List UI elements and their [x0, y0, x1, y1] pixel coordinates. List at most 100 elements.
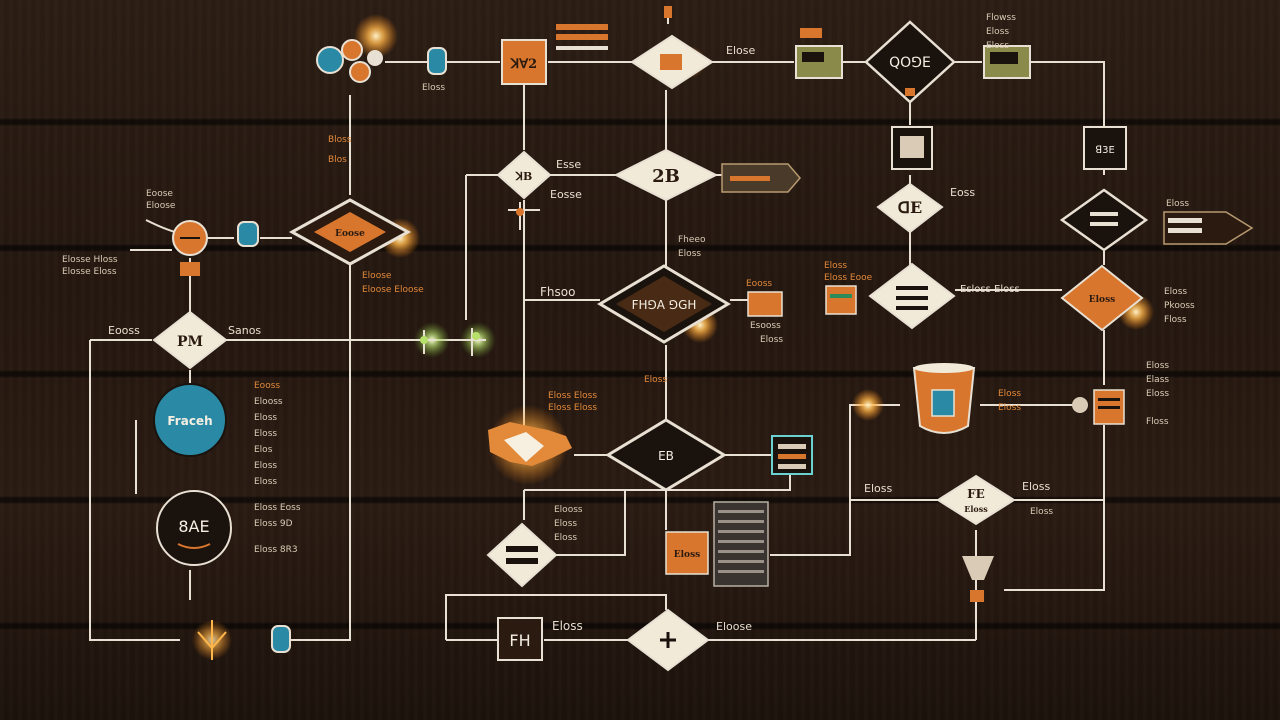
list-item: Eloss 8R3: [254, 545, 298, 555]
far-right-arrow-card[interactable]: [1163, 211, 1254, 245]
bottom-small-labels: Elooss Eloss Eloss: [554, 505, 583, 543]
svg-text:Elass: Elass: [1146, 375, 1169, 385]
central-orange-diamond[interactable]: FH⅁A ⅁GH: [597, 264, 731, 344]
right-lower-diamond[interactable]: FE Eloss: [936, 474, 1016, 526]
small-orange-box-node[interactable]: [747, 291, 783, 317]
left-top-label: Bloss Blos: [328, 135, 352, 165]
top-left-cluster-icon[interactable]: [316, 39, 383, 83]
svg-text:Eloss: Eloss: [998, 403, 1021, 413]
svg-text:Eloss: Eloss: [678, 249, 701, 259]
list-item: Eloss: [254, 477, 277, 487]
top-bars-decor: [556, 24, 608, 50]
svg-text:Eloss Eloss: Eloss Eloss: [548, 391, 597, 401]
top-card-node[interactable]: ꓘꓯ2: [501, 39, 547, 85]
left-orange-diamond-below-1: Eloose: [362, 271, 392, 281]
top-diamond-2-label: QO⅁E: [889, 55, 931, 71]
right-square-node-2[interactable]: ꓭ3E: [1083, 126, 1127, 170]
left-small-label-2: Eloose: [146, 201, 176, 211]
svg-text:Elooss: Elooss: [554, 505, 583, 515]
cup-node[interactable]: [912, 363, 976, 434]
svg-text:Eloss: Eloss: [554, 533, 577, 543]
left-orange-diamond[interactable]: Eoose: [288, 198, 412, 266]
right-diamond-1[interactable]: ᗡE: [876, 182, 944, 234]
top-card-label: ꓘꓯ2: [510, 57, 537, 72]
list-item: Eloss 9D: [254, 519, 293, 529]
right-dark-diamond[interactable]: [1059, 188, 1149, 252]
right-lower-diamond-sub: Eloss: [964, 504, 988, 514]
dark-diamond-mid[interactable]: EB: [605, 418, 727, 492]
right-orange-diamond[interactable]: Eloss: [1060, 264, 1144, 332]
bottom-left-teal-pill[interactable]: [271, 625, 291, 653]
svg-text:Floss: Floss: [1164, 315, 1187, 325]
left-diamond-pm-left: Eooss: [108, 324, 140, 337]
left-list-block: Eooss Elooss Eloss Eloss Elos Eloss Elos…: [254, 381, 301, 555]
top-pill-caption: Eloss: [422, 83, 445, 93]
list-item: Eooss: [254, 381, 280, 391]
connector-lines: [89, 61, 1105, 641]
mid-diamond-2[interactable]: 2B: [613, 148, 719, 202]
bottom-left-spark-icon: [197, 620, 227, 660]
bottom-diamond[interactable]: [626, 608, 710, 672]
top-diamond-1[interactable]: [630, 34, 714, 90]
right-flow-labels: Eloss Eloss Eooe: [824, 261, 873, 283]
svg-text:Esooss: Esooss: [750, 321, 781, 331]
list-item: Eloss: [254, 413, 277, 423]
left-diamond-pm-label: PM: [177, 334, 203, 350]
dark-circle-node[interactable]: 8AE: [156, 490, 232, 566]
right-lamp-icon: [962, 556, 994, 602]
orange-burst-node[interactable]: [488, 422, 572, 466]
top-monitor-node-1[interactable]: [795, 28, 843, 79]
list-item: Eloss: [254, 461, 277, 471]
small-green-box-node[interactable]: [825, 285, 857, 315]
teal-stack-node[interactable]: [771, 435, 813, 475]
bottom-diamond-side: Eloose: [716, 620, 752, 633]
right-doc-node[interactable]: [1093, 389, 1125, 425]
orange-box-bottom-label: Eloss: [674, 550, 700, 560]
left-teal-pill[interactable]: [237, 221, 259, 247]
list-item: Elos: [254, 445, 273, 455]
svg-text:Eloss: Eloss: [1164, 287, 1187, 297]
list-item: Eloss Eoss: [254, 503, 301, 513]
left-diamond-pm-right: Sanos: [228, 324, 261, 337]
mid-diamond-1-below: Eosse: [550, 188, 582, 201]
bottom-card-node[interactable]: FH: [497, 617, 543, 661]
top-pill-node[interactable]: [427, 47, 447, 75]
left-diamond-pm[interactable]: PM: [152, 310, 228, 370]
green-node-2[interactable]: [462, 328, 486, 356]
left-row-1: Elosse Hloss: [62, 255, 118, 265]
cup-side-labels: Eloss Eloss: [998, 389, 1021, 413]
left-top-label-1: Bloss: [328, 135, 352, 145]
mid-diamond-1[interactable]: ꓘB: [496, 150, 552, 200]
svg-text:Eloss: Eloss: [998, 389, 1021, 399]
right-diamond-2[interactable]: [868, 262, 956, 330]
left-small-label-1: Eoose: [146, 189, 173, 199]
mid-diamond-2-label: 2B: [652, 166, 680, 187]
svg-text:Eloss: Eloss: [760, 335, 783, 345]
left-small-icon: [180, 262, 200, 276]
right-connector-knob: [1072, 397, 1088, 413]
left-row-2: Elosse Eloss: [62, 267, 117, 277]
bottom-card-side: Eloss: [552, 619, 583, 633]
svg-text:ꓭ3E: ꓭ3E: [1095, 145, 1115, 156]
mid-orange-label: Eloss Eloss Eloss Eloss Eloss: [548, 375, 667, 413]
dark-circle-label: 8AE: [178, 517, 209, 536]
list-item: Elooss: [254, 397, 283, 407]
left-orange-circle[interactable]: [172, 220, 208, 256]
right-flow-label: Esloss Eloss: [960, 284, 1020, 295]
top-diamond-2[interactable]: QO⅁E: [864, 20, 956, 104]
bottom-left-diamond[interactable]: [486, 522, 558, 588]
left-orange-diamond-below-2: Eloose Eloose: [362, 285, 424, 295]
right-square-node-1[interactable]: [891, 126, 933, 170]
center-graph-label: Fheeo Eloss: [678, 235, 706, 259]
mid-arrow-card[interactable]: [721, 163, 801, 193]
side-label-fhsoo: Fhsoo: [540, 285, 575, 299]
teal-circle-node[interactable]: Fraceh: [153, 383, 227, 457]
left-top-label-2: Blos: [328, 155, 347, 165]
green-node-1[interactable]: [416, 330, 436, 354]
top-monitor-node-2[interactable]: [983, 45, 1031, 79]
server-rack-node[interactable]: [713, 501, 769, 587]
orange-box-bottom[interactable]: Eloss: [665, 531, 709, 575]
svg-text:Eloss: Eloss: [1030, 507, 1053, 517]
